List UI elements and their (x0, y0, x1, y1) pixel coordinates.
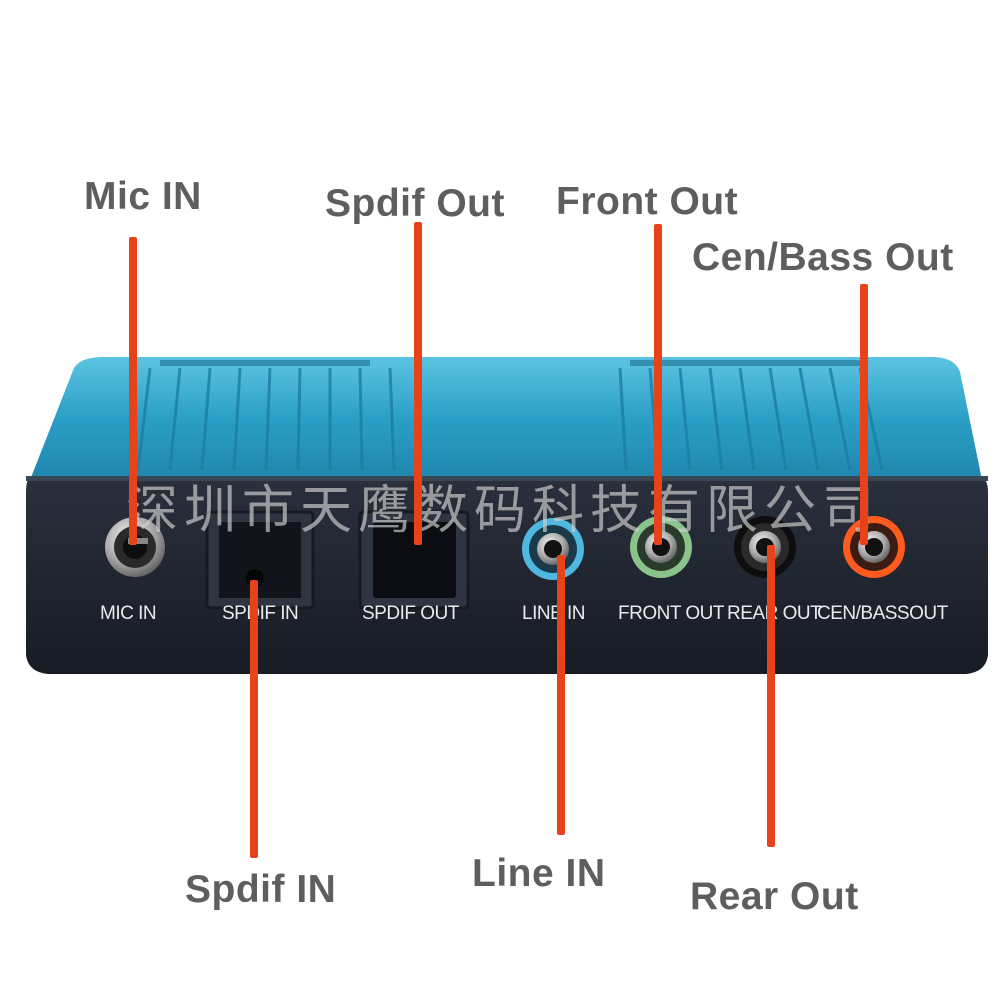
panel-label-line-in: LINE IN (522, 603, 586, 624)
callout-mic-in: Mic IN (84, 175, 202, 218)
callout-spdif-in: Spdif IN (185, 868, 337, 911)
panel-label-spdif-in: SPDIF IN (222, 603, 299, 624)
callout-cen-bass-out: Cen/Bass Out (692, 236, 954, 279)
leader-mic-in (129, 237, 137, 545)
leader-rear-out (767, 545, 775, 847)
panel-label-spdif-out: SPDIF OUT (362, 603, 459, 624)
rear-out-jack (734, 516, 796, 578)
leader-cen-bass-out (860, 284, 868, 545)
front-out-jack (630, 516, 692, 578)
callout-rear-out: Rear Out (690, 875, 859, 918)
leader-spdif-in (250, 580, 258, 858)
callout-spdif-out: Spdif Out (325, 182, 505, 225)
panel-label-cen-bass-out: CEN/BASSOUT (817, 603, 948, 624)
leader-line-in (557, 555, 565, 835)
company-watermark: 深圳市天鹰数码科技有限公司 (125, 481, 880, 541)
callout-line-in: Line IN (472, 852, 606, 895)
leader-front-out (654, 224, 662, 545)
callout-front-out: Front Out (556, 180, 739, 223)
leader-spdif-out (414, 222, 422, 545)
spdif-in-port (205, 510, 315, 610)
panel-label-front-out: FRONT OUT (618, 603, 724, 624)
panel-label-mic-in: MIC IN (100, 603, 157, 624)
